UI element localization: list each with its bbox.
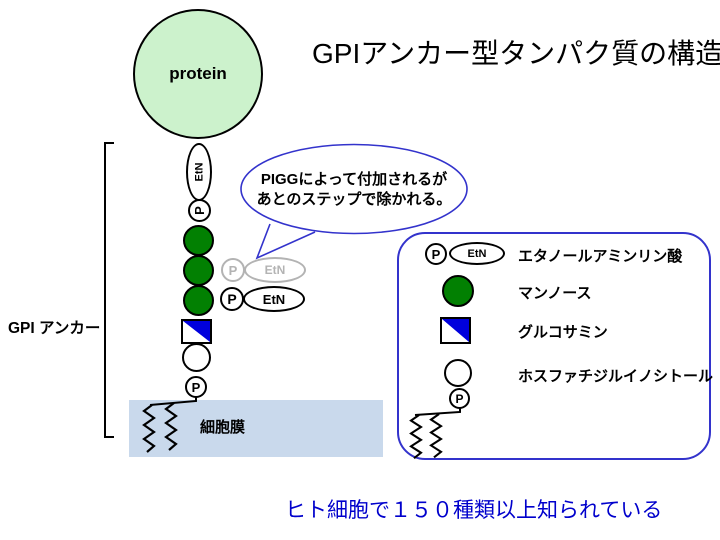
speech-bubble (240, 143, 468, 260)
legend-ethanolamine-ellipse: EtN (449, 242, 505, 265)
protein-circle: protein (133, 9, 263, 139)
legend-item-mannose: マンノース (518, 285, 592, 302)
phosphate-circle-top: P (188, 199, 211, 222)
speech-bubble-line2: あとのステップで除かれる。 (256, 191, 452, 208)
legend-item-glucosamine: グルコサミン (518, 324, 608, 341)
phosphate-circle-bottom: P (185, 376, 207, 398)
lipid-tail-zigzag-left (142, 404, 156, 453)
legend-mannose-circle (442, 275, 474, 307)
legend-lipid-tails (409, 408, 461, 460)
legend-item-phosphatidylinositol: ホスファチジルイノシトール (518, 368, 714, 385)
page-title: GPIアンカー型タンパク質の構造 (312, 38, 720, 69)
legend-phosphate-circle-bottom: P (449, 388, 470, 409)
inositol-circle (182, 343, 211, 372)
legend-glucosamine-square (440, 317, 471, 344)
ethanolamine-label-side: EtN (262, 291, 286, 307)
gpi-anchor-bracket (104, 142, 114, 438)
footer-note: ヒト細胞で１５０種類以上知られている (285, 499, 663, 522)
legend-phosphate-label: P (431, 246, 441, 262)
phosphate-label-top: P (191, 206, 207, 215)
phosphate-circle-side: P (220, 287, 244, 311)
phosphate-circle-faded: P (221, 258, 245, 282)
ethanolamine-ellipse-side: EtN (243, 286, 305, 312)
cell-membrane-label: 細胞膜 (200, 419, 246, 436)
phosphate-label-side: P (227, 291, 237, 307)
glucosamine-square (181, 319, 212, 344)
legend-box (397, 232, 711, 460)
lipid-tails (142, 396, 197, 453)
ethanolamine-ellipse-top: EtN (186, 143, 212, 201)
legend-glucosamine-triangle (442, 319, 469, 342)
speech-bubble-text: PIGGによって付加されるが あとのステップで除かれる。 (246, 170, 462, 210)
gpi-anchor-label: GPI アンカー (8, 320, 101, 337)
mannose-circle-2 (183, 255, 214, 286)
speech-bubble-tail (255, 223, 316, 260)
legend-zigzag-right (429, 413, 443, 459)
ethanolamine-ellipse-faded: EtN (244, 257, 306, 283)
protein-label: protein (169, 64, 227, 83)
legend-zigzag-left (409, 414, 423, 460)
legend-phosphate-circle: P (425, 243, 447, 265)
ethanolamine-label-faded: EtN (264, 263, 286, 277)
phosphate-label-faded: P (228, 262, 238, 278)
ethanolamine-label-top: EtN (192, 162, 205, 182)
legend-inositol-circle (444, 359, 472, 387)
speech-bubble-line1: PIGGによって付加されるが (260, 171, 448, 188)
phosphate-label-bottom: P (191, 379, 201, 395)
mannose-circle-3 (183, 285, 214, 316)
legend-ethanolamine-label: EtN (467, 247, 487, 260)
legend-item-phosphoethanolamine: エタノールアミンリン酸 (518, 248, 683, 265)
legend-phosphate-label-bottom: P (455, 391, 464, 406)
mannose-circle-1 (183, 225, 214, 256)
lipid-tail-zigzag-right (164, 402, 178, 451)
glucosamine-triangle (183, 321, 210, 342)
